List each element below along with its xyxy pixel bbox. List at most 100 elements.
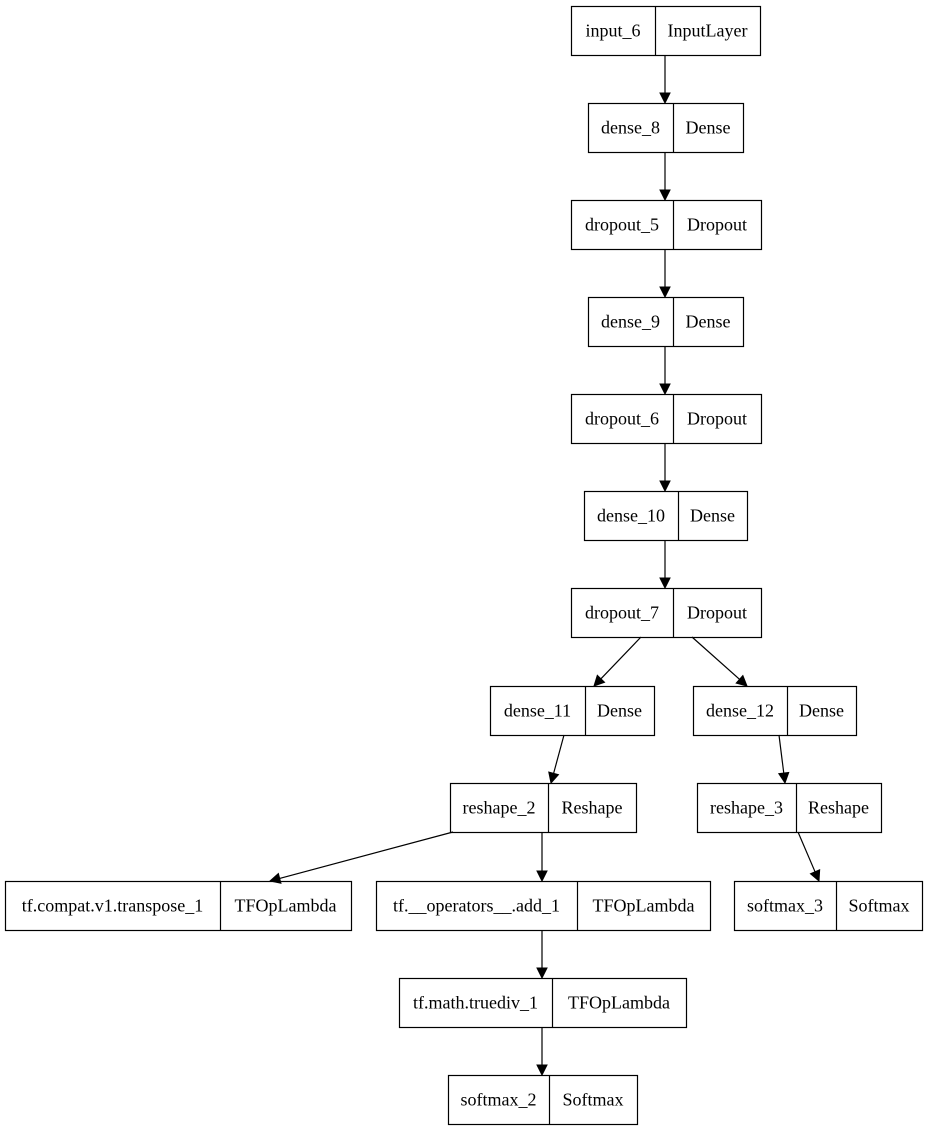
- arrowhead: [268, 872, 282, 884]
- node-box: [733, 880, 924, 932]
- layer-name: tf.__operators__.add_1: [393, 896, 560, 916]
- layer-name: input_6: [585, 21, 640, 41]
- layer-type: Dropout: [687, 603, 747, 623]
- layer-name: reshape_3: [710, 798, 783, 818]
- layer-type: Dense: [686, 118, 731, 138]
- arrowhead: [548, 771, 560, 785]
- arrowhead: [536, 1064, 548, 1077]
- layer-node-dense_11: dense_11 Dense: [489, 685, 656, 737]
- edge-line: [600, 636, 642, 680]
- layer-name: reshape_2: [463, 798, 536, 818]
- arrowhead: [659, 92, 671, 105]
- arrowhead: [593, 674, 606, 687]
- edge-reshape_3-to-softmax_3: [797, 831, 821, 883]
- layer-name: dense_10: [597, 506, 665, 526]
- node-box: [489, 685, 656, 737]
- node-box: [583, 490, 749, 542]
- node-box: [398, 977, 688, 1029]
- layer-node-dense_12: dense_12 Dense: [692, 685, 858, 737]
- node-box: [570, 5, 762, 57]
- layer-type: Reshape: [562, 798, 623, 818]
- arrowhead: [659, 383, 671, 396]
- arrowhead: [659, 480, 671, 493]
- layer-type: Softmax: [849, 896, 910, 916]
- edge-dropout_7-to-dense_11: [593, 636, 642, 687]
- node-box: [570, 393, 763, 445]
- edge-dense_12-to-reshape_3: [777, 734, 790, 785]
- layer-type: Softmax: [563, 1090, 624, 1110]
- layer-type: Dropout: [687, 409, 747, 429]
- layer-type: Reshape: [808, 798, 869, 818]
- layer-node-add_1: tf.__operators__.add_1 TFOpLambda: [375, 880, 712, 932]
- edge-reshape_2-to-add_1: [536, 832, 548, 883]
- layer-name: dense_8: [601, 118, 660, 138]
- edge-line: [553, 734, 565, 774]
- layer-type: Dropout: [687, 215, 747, 235]
- edge-line: [778, 734, 785, 774]
- layer-node-truediv_1: tf.math.truediv_1 TFOpLambda: [398, 977, 688, 1029]
- layer-type: TFOpLambda: [568, 993, 670, 1013]
- layer-name: dropout_5: [585, 215, 659, 235]
- layer-node-transpose_1: tf.compat.v1.transpose_1 TFOpLambda: [4, 880, 353, 932]
- arrowhead: [735, 674, 748, 687]
- arrowhead: [536, 967, 548, 980]
- edge-truediv_1-to-softmax_2: [536, 1027, 548, 1077]
- layer-type: InputLayer: [668, 21, 748, 41]
- edge-line: [279, 831, 454, 879]
- layer-name: tf.math.truediv_1: [413, 993, 538, 1013]
- edge-dropout_7-to-dense_12: [691, 636, 748, 687]
- arrowhead: [659, 286, 671, 299]
- layer-name: softmax_3: [747, 896, 823, 916]
- edge-reshape_2-to-transpose_1: [268, 831, 454, 884]
- layer-node-dropout_6: dropout_6 Dropout: [570, 393, 763, 445]
- node-box: [570, 199, 763, 251]
- edge-dropout_6-to-dense_10: [659, 443, 671, 493]
- layer-type: Dense: [799, 701, 844, 721]
- layer-name: dense_12: [706, 701, 774, 721]
- arrowhead: [809, 869, 821, 883]
- edge-dense_10-to-dropout_7: [659, 540, 671, 590]
- layer-name: dense_9: [601, 312, 660, 332]
- edge-dense_8-to-dropout_5: [659, 152, 671, 202]
- layer-type: TFOpLambda: [593, 896, 695, 916]
- edge-dropout_5-to-dense_9: [659, 249, 671, 299]
- layer-node-dense_8: dense_8 Dense: [587, 102, 745, 154]
- edge-dense_11-to-reshape_2: [548, 734, 565, 785]
- edge-dense_9-to-dropout_6: [659, 346, 671, 396]
- layer-name: dropout_7: [585, 603, 659, 623]
- node-box: [692, 685, 858, 737]
- arrowhead: [659, 189, 671, 202]
- node-box: [587, 102, 745, 154]
- edge-add_1-to-truediv_1: [536, 930, 548, 980]
- layer-name: dense_11: [504, 701, 571, 721]
- layer-node-input_6: input_6 InputLayer: [570, 5, 762, 57]
- layer-type: TFOpLambda: [235, 896, 337, 916]
- edge-line: [691, 636, 740, 680]
- layer-node-dropout_5: dropout_5 Dropout: [570, 199, 763, 251]
- layer-node-softmax_3: softmax_3 Softmax: [733, 880, 924, 932]
- arrowhead: [536, 870, 548, 883]
- layer-node-dropout_7: dropout_7 Dropout: [570, 587, 763, 639]
- edge-line: [797, 831, 816, 873]
- edges-layer: [268, 55, 821, 1077]
- node-box: [375, 880, 712, 932]
- layer-type: Dense: [597, 701, 642, 721]
- layer-type: Dense: [690, 506, 735, 526]
- layer-name: tf.compat.v1.transpose_1: [22, 896, 203, 916]
- edge-input_6-to-dense_8: [659, 55, 671, 105]
- node-box: [587, 296, 745, 348]
- layer-name: dropout_6: [585, 409, 659, 429]
- node-box: [447, 1074, 639, 1126]
- arrowhead: [777, 771, 790, 785]
- layer-node-reshape_3: reshape_3 Reshape: [696, 782, 883, 834]
- node-box: [4, 880, 353, 932]
- layer-node-reshape_2: reshape_2 Reshape: [449, 782, 638, 834]
- node-box: [449, 782, 638, 834]
- node-box: [570, 587, 763, 639]
- layer-node-dense_10: dense_10 Dense: [583, 490, 749, 542]
- arrowhead: [659, 577, 671, 590]
